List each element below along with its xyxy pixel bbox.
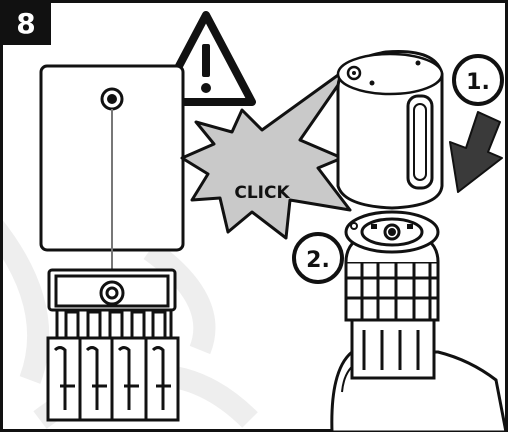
step-number: 8 (16, 7, 35, 40)
step-one-label: 1. (466, 70, 490, 95)
cap-angled (338, 51, 442, 208)
step-one-marker: 1. (454, 56, 502, 104)
click-label: CLICK (234, 183, 290, 203)
base-unit (48, 270, 178, 420)
down-arrow-icon (450, 112, 502, 192)
step-two-marker: 2. (294, 234, 342, 282)
step-badge: 8 (3, 3, 51, 45)
valve-assembly (346, 212, 438, 378)
step-two-label: 2. (306, 248, 330, 273)
